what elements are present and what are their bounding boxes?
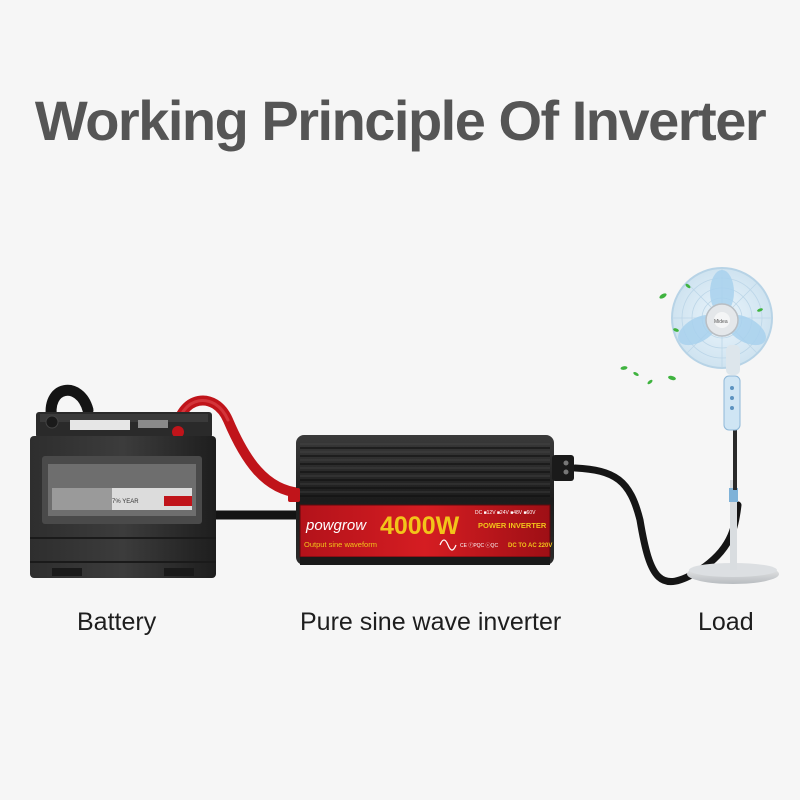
inverter-power: 4000W [380,512,460,540]
page-title: Working Principle Of Inverter [34,89,767,152]
battery: 7% YEAR [30,412,216,578]
breeze-leaves-icon [620,283,763,385]
inverter-certs: CE ⓕPQC ⓒQC [460,542,498,549]
ac-cable [571,464,742,585]
inverter-subtitle: Output sine waveform [304,540,377,549]
inverter-voltages: DC ■12V ■24V ■48V ■60V [475,510,536,516]
fan: Midea [620,267,779,584]
inverter-conversion: DC TO AC 220V [508,543,552,549]
inverter-tag: POWER INVERTER [478,521,547,530]
inverter-brand: powgrow [305,517,367,534]
fan-brand: Midea [714,319,728,325]
dc-cables [45,384,305,520]
inverter-label: Pure sine wave inverter [300,608,562,636]
battery-label: Battery [77,608,157,636]
inverter: powgrow 4000W DC ■12V ■24V ■48V ■60V POW… [288,435,574,565]
sine-wave-icon [439,539,457,551]
load-label: Load [698,608,754,636]
battery-sticker-text: 7% YEAR [112,499,139,505]
